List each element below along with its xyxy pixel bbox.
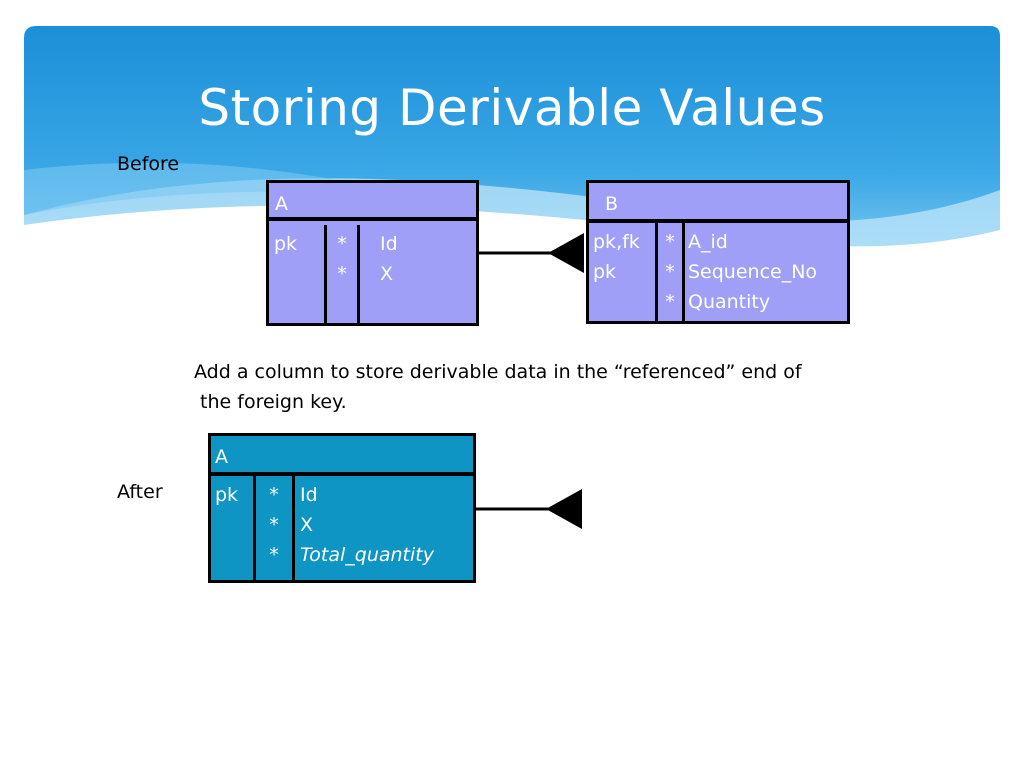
entity-a-after: A pk * * * Id X Total_quantity xyxy=(208,433,476,583)
description-line: the foreign key. xyxy=(194,391,347,413)
entity-name: B xyxy=(605,193,619,215)
before-label: Before xyxy=(117,153,180,175)
entity-name: A xyxy=(275,193,288,215)
required-mark: * xyxy=(337,233,347,255)
key-column: pk xyxy=(269,225,324,323)
entity-a-before: A pk * * Id X xyxy=(266,180,479,326)
attribute-cell: X xyxy=(300,514,314,536)
required-mark: * xyxy=(665,231,675,253)
entity-name: A xyxy=(215,446,228,468)
attribute-column: A_id Sequence_No Quantity xyxy=(682,223,847,321)
required-column: * * xyxy=(324,225,357,323)
description-text: Add a column to store derivable data in … xyxy=(194,357,914,417)
required-mark: * xyxy=(665,291,675,313)
before-relationship-connector xyxy=(479,233,584,273)
attribute-cell: Quantity xyxy=(688,291,771,313)
attribute-cell: Sequence_No xyxy=(688,261,818,283)
description-line: Add a column to store derivable data in … xyxy=(194,361,802,383)
key-cell: pk xyxy=(593,261,617,283)
required-mark: * xyxy=(269,544,279,566)
crows-foot-arrow-icon xyxy=(546,489,582,529)
required-column: * * * xyxy=(253,476,292,580)
key-column: pk xyxy=(211,476,253,580)
attribute-cell: Total_quantity xyxy=(300,544,434,566)
attribute-cell: X xyxy=(380,263,394,285)
attribute-cell: Id xyxy=(300,484,318,506)
attribute-cell: Id xyxy=(380,233,398,255)
after-relationship-connector xyxy=(476,489,582,529)
entity-a-before-header: A xyxy=(269,183,476,221)
required-mark: * xyxy=(665,261,675,283)
required-mark: * xyxy=(269,484,279,506)
entity-a-after-header: A xyxy=(211,436,473,476)
key-column: pk,fk pk xyxy=(589,223,655,321)
key-cell xyxy=(215,540,253,570)
required-mark: * xyxy=(269,514,279,536)
after-label: After xyxy=(117,481,163,503)
key-cell: pk xyxy=(274,233,298,255)
attribute-column: Id X Total_quantity xyxy=(292,476,473,580)
attribute-column: Id X xyxy=(357,225,476,323)
key-cell: pk xyxy=(215,484,239,506)
key-cell: pk,fk xyxy=(593,231,640,253)
attribute-cell: A_id xyxy=(688,231,728,253)
entity-b-before: B pk,fk pk * * * A_id Sequence_No Quanti… xyxy=(586,180,850,324)
crows-foot-arrow-icon xyxy=(548,233,584,273)
slide-title: Storing Derivable Values xyxy=(198,79,826,137)
key-cell xyxy=(215,510,253,540)
required-column: * * * xyxy=(655,223,682,321)
required-mark: * xyxy=(337,263,347,285)
entity-b-before-header: B xyxy=(589,183,847,223)
